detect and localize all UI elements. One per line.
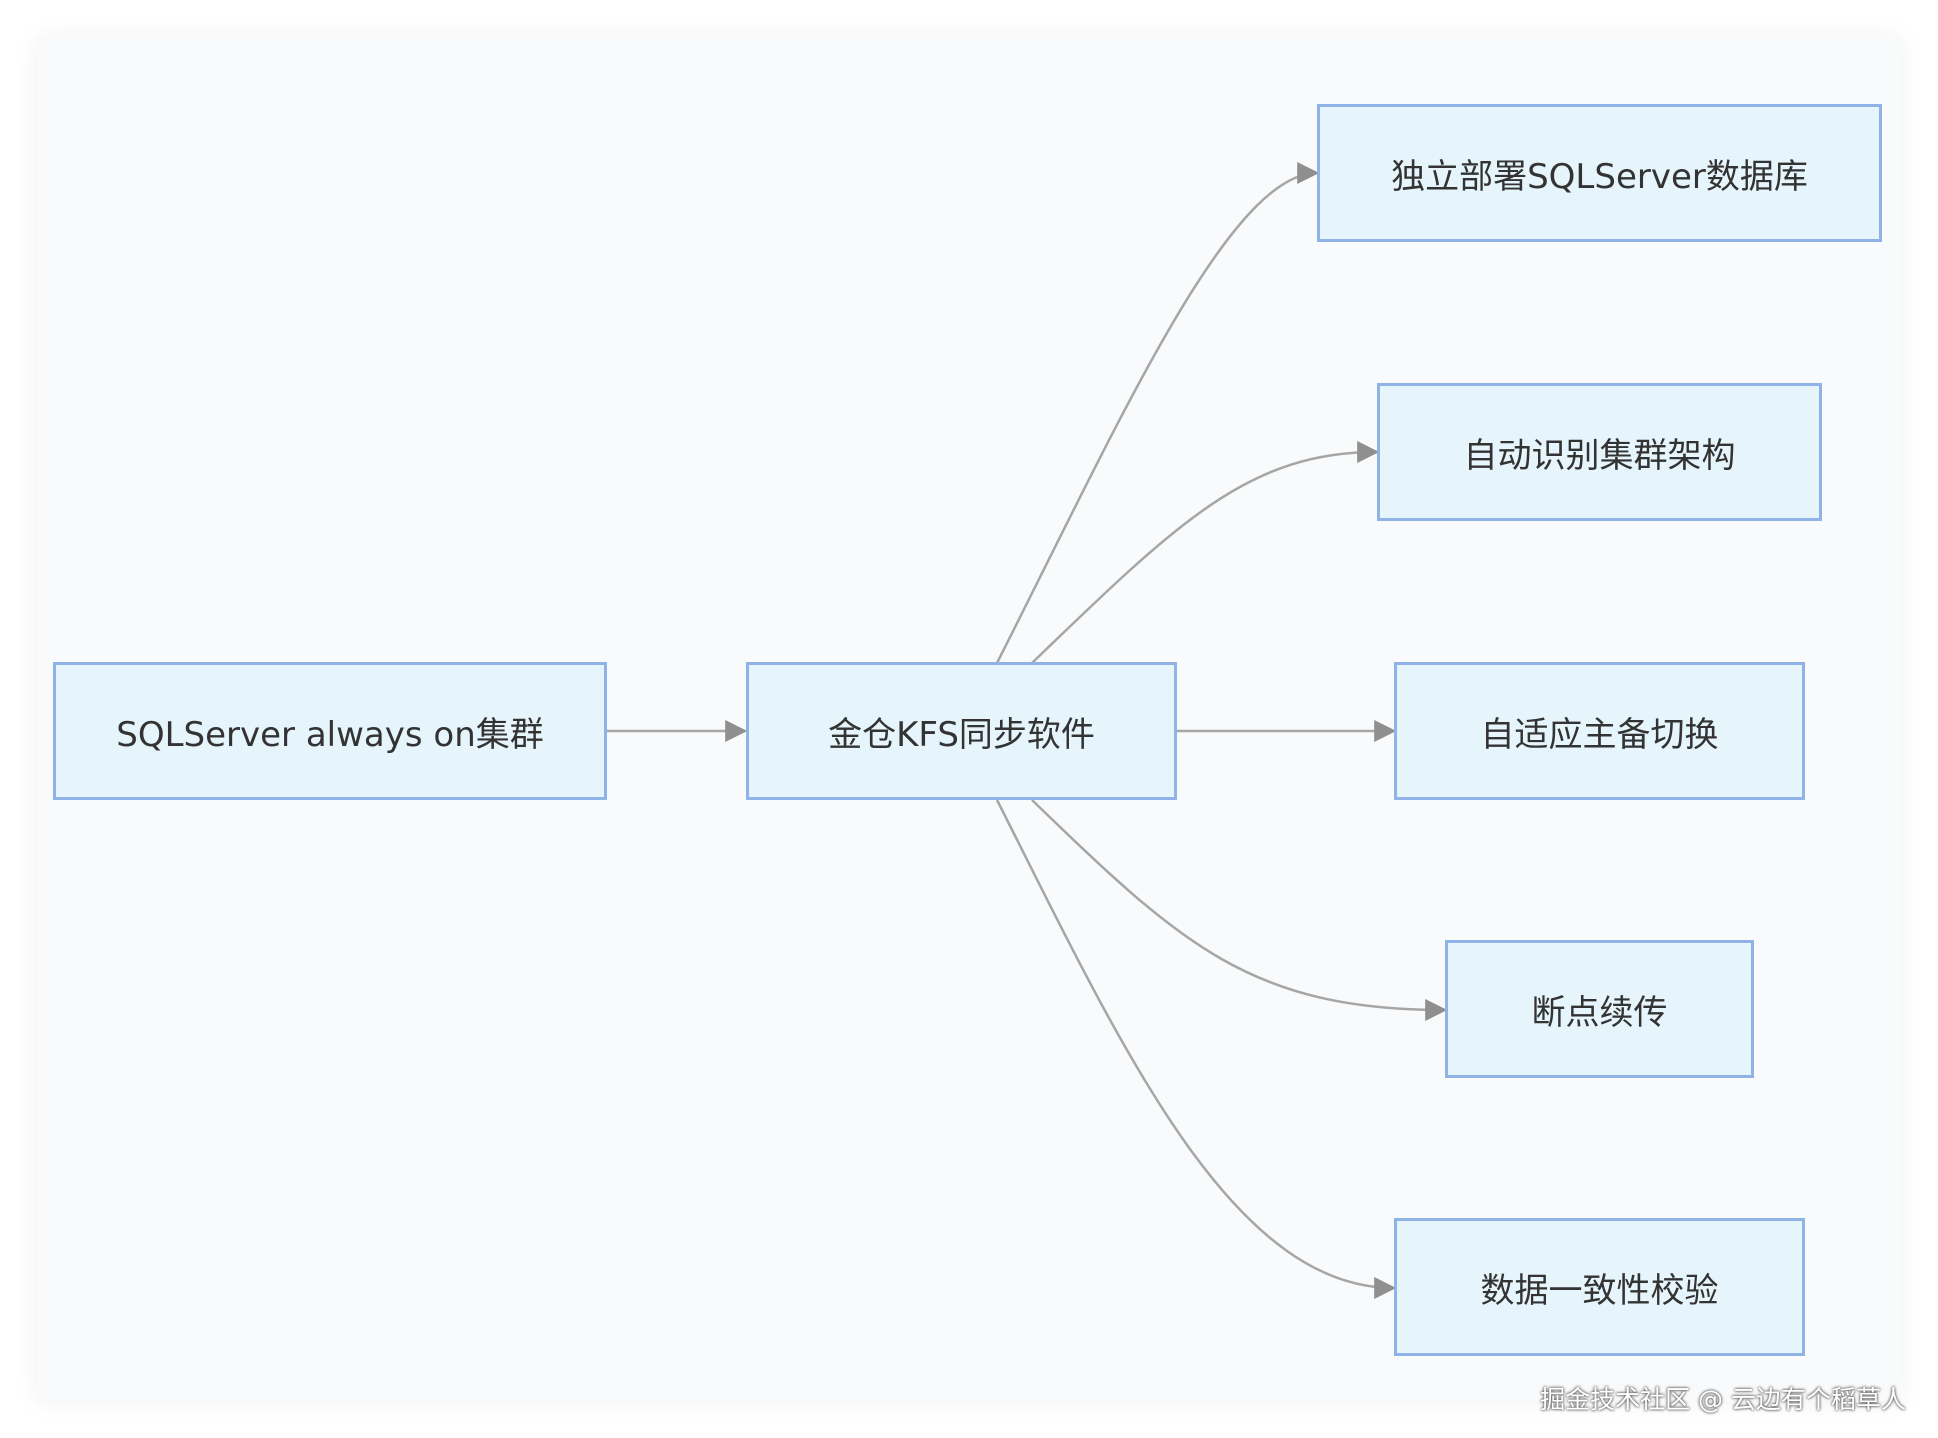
node-kfs[interactable]: 金仓KFS同步软件 bbox=[746, 662, 1177, 800]
node-standalone-deploy[interactable]: 独立部署SQLServer数据库 bbox=[1317, 104, 1882, 242]
node-auto-detect[interactable]: 自动识别集群架构 bbox=[1377, 383, 1822, 521]
watermark: 掘金技术社区 @ 云边有个稻草人 bbox=[1540, 1385, 1906, 1414]
node-label: 自动识别集群架构 bbox=[1463, 435, 1736, 476]
edge-kfs-to-autodetect bbox=[1031, 441, 1380, 664]
node-label: SQLServer always on集群 bbox=[116, 714, 544, 755]
node-label: 金仓KFS同步软件 bbox=[828, 714, 1095, 755]
edge-kfs-to-resume bbox=[1031, 799, 1448, 1021]
node-label: 断点续传 bbox=[1531, 992, 1668, 1033]
node-label: 独立部署SQLServer数据库 bbox=[1391, 156, 1808, 197]
edge-kfs-to-standalone bbox=[995, 162, 1320, 664]
edge-kfs-to-consistency bbox=[995, 799, 1397, 1299]
node-consistency-check[interactable]: 数据一致性校验 bbox=[1394, 1218, 1805, 1356]
node-adaptive-switch[interactable]: 自适应主备切换 bbox=[1394, 662, 1805, 800]
node-label: 数据一致性校验 bbox=[1480, 1270, 1719, 1311]
node-label: 自适应主备切换 bbox=[1480, 714, 1719, 755]
node-resume[interactable]: 断点续传 bbox=[1445, 940, 1754, 1078]
node-sqlserver-cluster[interactable]: SQLServer always on集群 bbox=[53, 662, 607, 800]
